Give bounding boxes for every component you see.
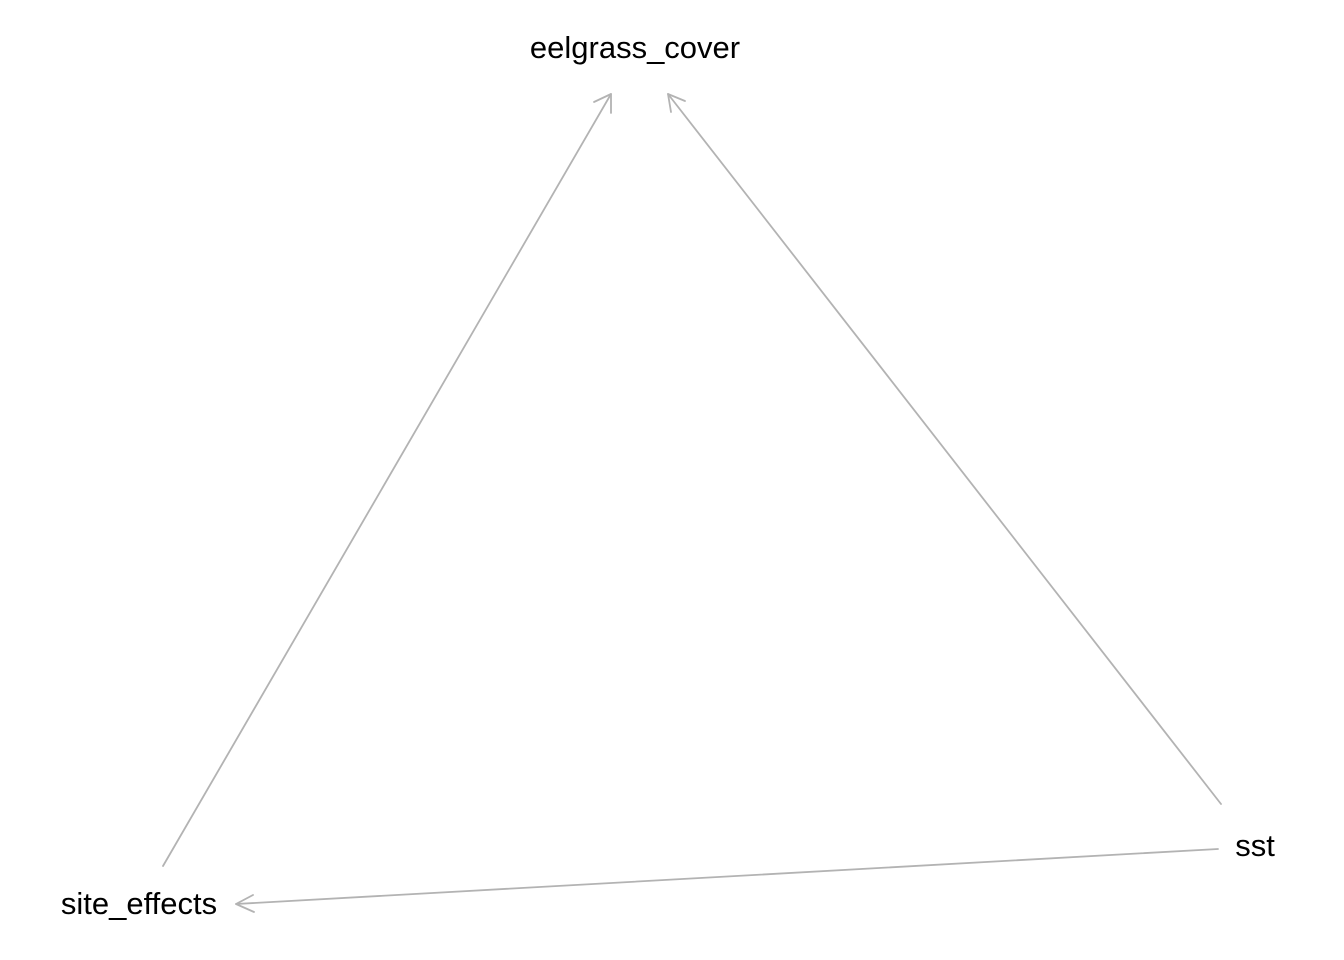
arrowhead-icon: [667, 93, 686, 113]
edge-sst-to-site-effects: [235, 848, 1219, 913]
node-eelgrass-cover: eelgrass_cover: [530, 30, 740, 65]
edge-line: [235, 848, 1219, 905]
edge-line: [162, 93, 612, 867]
edge-site-effects-to-eelgrass-cover: [162, 93, 612, 867]
arrowhead-icon: [593, 93, 612, 114]
nodes-layer: eelgrass_cover site_effects sst: [61, 30, 1275, 921]
edge-line: [667, 93, 1222, 805]
node-site-effects: site_effects: [61, 886, 217, 921]
edges-layer: [162, 93, 1222, 913]
node-sst: sst: [1235, 828, 1275, 863]
edge-sst-to-eelgrass-cover: [667, 93, 1222, 805]
arrowhead-icon: [235, 894, 255, 913]
